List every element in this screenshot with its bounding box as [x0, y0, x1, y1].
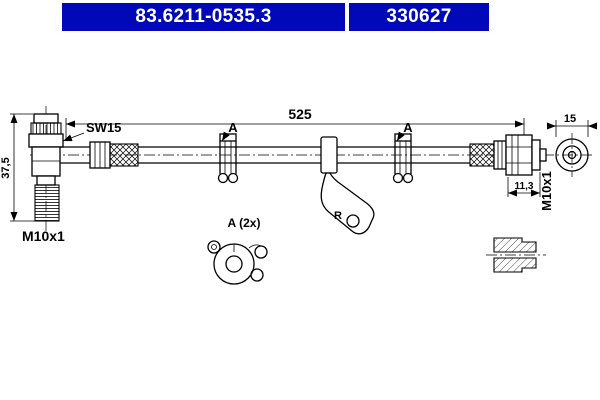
label-thread-left: M10x1 — [22, 228, 65, 244]
title-bar: 83.6211-0535.3 330627 — [62, 3, 489, 31]
hose-clip-left: A — [217, 120, 238, 184]
dim-width: 15 — [547, 113, 597, 137]
label-detail-a2x: A (2x) — [228, 216, 261, 230]
hose-clip-right: A — [392, 120, 413, 184]
dim-length: 525 — [65, 106, 525, 140]
ref-number-badge: 330627 — [349, 3, 489, 31]
dim-depth: 11,3 — [507, 172, 541, 197]
clip-detail: A (2x) — [207, 216, 268, 285]
label-length-525: 525 — [288, 106, 312, 122]
ref-number: 330627 — [386, 6, 452, 27]
label-bracket-r: R — [334, 210, 342, 222]
mounting-bracket: R — [320, 136, 375, 235]
dim-height: 37,5 — [0, 113, 38, 222]
hose — [138, 146, 470, 164]
section-view — [493, 237, 537, 273]
label-depth-11-3: 11,3 — [515, 181, 534, 192]
label-clip-a-right: A — [403, 120, 413, 135]
label-width-15: 15 — [564, 113, 576, 125]
left-fitting — [28, 113, 139, 222]
right-fitting — [469, 134, 547, 176]
label-sw15-group: SW15 — [62, 120, 121, 142]
part-number: 83.6211-0535.3 — [135, 6, 272, 27]
label-height-37-5: 37,5 — [0, 157, 12, 178]
label-clip-a-left: A — [228, 120, 238, 135]
label-sw15: SW15 — [86, 120, 121, 135]
label-thread-right: M10x1 — [539, 171, 554, 211]
end-view — [555, 138, 589, 172]
part-number-badge: 83.6211-0535.3 — [62, 3, 345, 31]
